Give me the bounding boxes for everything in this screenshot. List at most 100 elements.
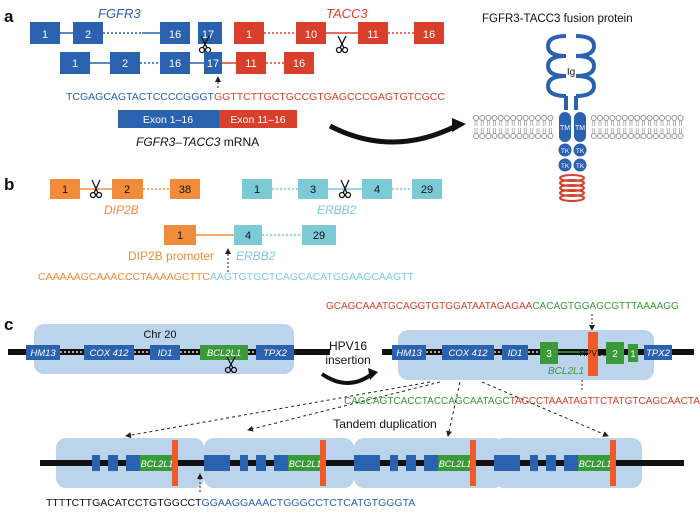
panel-c-label: c — [4, 315, 13, 334]
gene-bcl2l1 — [200, 345, 248, 360]
tm-label-left: TM — [560, 125, 570, 132]
lipid-tail — [592, 120, 596, 126]
fgfr3-exon-17 — [198, 22, 222, 44]
duplicated-gene-block — [240, 455, 248, 471]
gene-tpx2 — [644, 345, 672, 360]
tk-label: TK — [576, 148, 585, 155]
sequence-erbb2-part: AAGTGTGCTCAGCACATGGAAGCAAGTT — [210, 271, 415, 283]
fusion-exon-label: 2 — [122, 58, 128, 70]
hpv16-label: HPV16 — [580, 348, 607, 358]
lipid-tail — [654, 120, 658, 126]
duplicated-gene-block — [546, 455, 556, 471]
duplicated-gene-block — [108, 455, 118, 471]
tandem-duplication-label: Tandem duplication — [333, 417, 436, 431]
tm-domain-left — [559, 112, 571, 142]
lipid-tail — [666, 120, 670, 126]
duplicated-gene-block — [390, 455, 398, 471]
fgfr3-exon-label-1: 1 — [42, 29, 48, 41]
tacc3-exon-label-16: 16 — [423, 29, 435, 41]
lipid-tail — [542, 128, 546, 134]
erbb2-exon-label: 4 — [374, 184, 380, 196]
lipid-tail — [480, 120, 484, 126]
tacc3-exon-16 — [414, 22, 444, 44]
gene-hm13 — [392, 345, 426, 360]
lipid-tail — [623, 120, 627, 126]
lipid-tail — [549, 120, 552, 126]
gene-id1 — [150, 345, 180, 360]
sequence-bcl2l1-part: CACAGTGGAGCGTTTAAAAGG — [532, 301, 679, 312]
insertion-label-1: HPV16 — [329, 339, 367, 353]
fusion-exon-label: 11 — [245, 58, 256, 70]
lipid-head — [603, 115, 610, 121]
exon-label-3: 3 — [546, 349, 552, 360]
erbb2-title: ERBB2 — [317, 203, 357, 217]
fusion-exon-label: 16 — [293, 58, 305, 70]
bcl2l1-copy-label: BCL2L1 — [579, 459, 612, 469]
lipid-tail — [679, 120, 682, 126]
fusion-exon-dip2b-1 — [164, 225, 196, 245]
lipid-head — [497, 133, 504, 139]
sequence-hpv-part: TACCCTAAATAGTTCTATGTCAGCAACTA — [510, 396, 700, 407]
tacc3-coiled-coil — [559, 174, 585, 202]
tk-domain — [558, 158, 572, 172]
fusion-exon-1 — [60, 52, 90, 74]
gene-hm13 — [26, 345, 60, 360]
lipid-head — [479, 115, 486, 121]
dip2b-exon-38 — [170, 179, 200, 199]
lipid-tail — [518, 128, 521, 134]
lipid-head — [528, 133, 535, 139]
lipid-tail — [648, 128, 651, 134]
fgfr3-exon-label-16: 16 — [169, 29, 181, 41]
lipid-tail — [505, 128, 509, 134]
lipid-head — [491, 133, 498, 139]
lipid-tail — [592, 128, 596, 134]
lipid-head — [504, 115, 510, 121]
lipid-tail — [642, 128, 645, 134]
fusion-exon-label: 17 — [207, 58, 219, 70]
lipid-tail — [648, 120, 651, 126]
lipid-head — [628, 115, 634, 121]
lipid-tail — [549, 128, 552, 134]
lipid-head — [652, 133, 659, 139]
lipid-head — [646, 115, 653, 121]
duplicated-gene-block — [494, 455, 520, 471]
duplicated-gene-block — [256, 455, 266, 471]
lipid-tail — [629, 128, 633, 134]
lipid-tail — [493, 128, 496, 134]
tandem-duplication-arrows — [125, 381, 609, 439]
bcl2l1-copy — [140, 455, 174, 471]
lipid-tail — [635, 120, 639, 126]
bcl2l1-exon-1 — [628, 344, 638, 362]
lipid-head — [491, 115, 498, 121]
dip2b-exon-label: 2 — [124, 184, 130, 196]
lipid-tail — [679, 128, 682, 134]
lipid-tail — [493, 120, 496, 126]
dip2b-erbb2-fusion: 1 4 29 — [164, 225, 336, 245]
protein-title: FGFR3-TACC3 fusion protein — [482, 13, 633, 25]
lipid-tail — [611, 128, 614, 134]
lipid-tail — [536, 128, 540, 134]
panel-a-label: a — [4, 7, 14, 26]
duplicated-gene-block — [204, 455, 230, 471]
lipid-head — [671, 115, 678, 121]
fusion-exon-16 — [160, 52, 190, 74]
tacc3-exon-11 — [358, 22, 388, 44]
lipid-head — [652, 115, 659, 121]
tm-domain-right — [574, 112, 586, 142]
fusion-exon-label: 16 — [169, 58, 181, 70]
fgfr3-exon-16 — [160, 22, 190, 44]
lipid-tail — [673, 120, 676, 126]
lipid-head — [510, 133, 517, 139]
lipid-tail — [635, 128, 639, 134]
tacc3-title: TACC3 — [326, 6, 368, 21]
scissors-icon — [224, 356, 238, 374]
mrna-title-tacc3: –TACC3 — [174, 135, 220, 149]
tk-label: TK — [561, 163, 570, 170]
dip2b-gene: 1 2 38 — [50, 179, 200, 199]
lipid-tail — [530, 128, 534, 134]
fusion-exon-label: 29 — [313, 230, 325, 242]
lipid-tail — [642, 120, 645, 126]
duplicated-gene-block — [530, 455, 538, 471]
lipid-tail — [474, 120, 478, 126]
lipid-head — [677, 133, 684, 139]
